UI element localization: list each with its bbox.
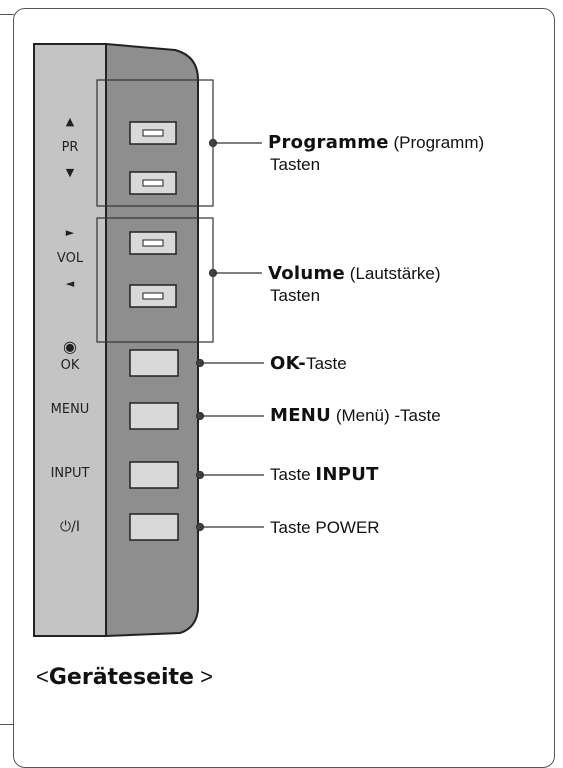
label-vol: VOL — [56, 251, 84, 266]
button-input[interactable] — [129, 461, 179, 489]
device-side-diagram — [33, 42, 264, 638]
button-vol-up[interactable] — [129, 231, 177, 255]
desc-ok: OK-Taste — [270, 353, 347, 374]
desc-power: Taste POWER — [270, 518, 380, 537]
diagram-caption: <Geräteseite > — [36, 664, 213, 690]
button-vol-down[interactable] — [129, 284, 177, 308]
desc-volume: Volume (Lautstärke) — [268, 263, 441, 284]
label-pr: PR — [61, 140, 79, 155]
label-menu: MENU — [50, 402, 90, 417]
button-power[interactable] — [129, 513, 179, 541]
pr-up-arrow-icon: ▲ — [65, 115, 75, 128]
vol-left-arrow-icon: ◄ — [65, 277, 75, 290]
button-pr-up[interactable] — [129, 121, 177, 145]
label-input: INPUT — [50, 466, 90, 481]
label-ok: OK — [60, 358, 80, 373]
desc-programme-line2: Tasten — [270, 155, 321, 174]
pr-down-arrow-icon: ▼ — [65, 166, 75, 179]
desc-menu: MENU (Menü) -Taste — [270, 405, 441, 426]
desc-input: Taste INPUT — [270, 464, 379, 485]
vol-right-arrow-icon: ► — [65, 226, 75, 239]
button-menu[interactable] — [129, 402, 179, 430]
desc-volume-line2: Tasten — [270, 286, 321, 305]
corner-tick — [0, 724, 14, 725]
button-pr-down[interactable] — [129, 171, 177, 195]
button-ok[interactable] — [129, 349, 179, 377]
corner-tick — [0, 14, 14, 15]
volume-group-bracket — [96, 217, 214, 343]
desc-programme: Programme (Programm) — [268, 132, 485, 153]
label-power: ⏻/I — [60, 519, 80, 535]
ok-circle-icon: ◉ — [63, 337, 77, 356]
